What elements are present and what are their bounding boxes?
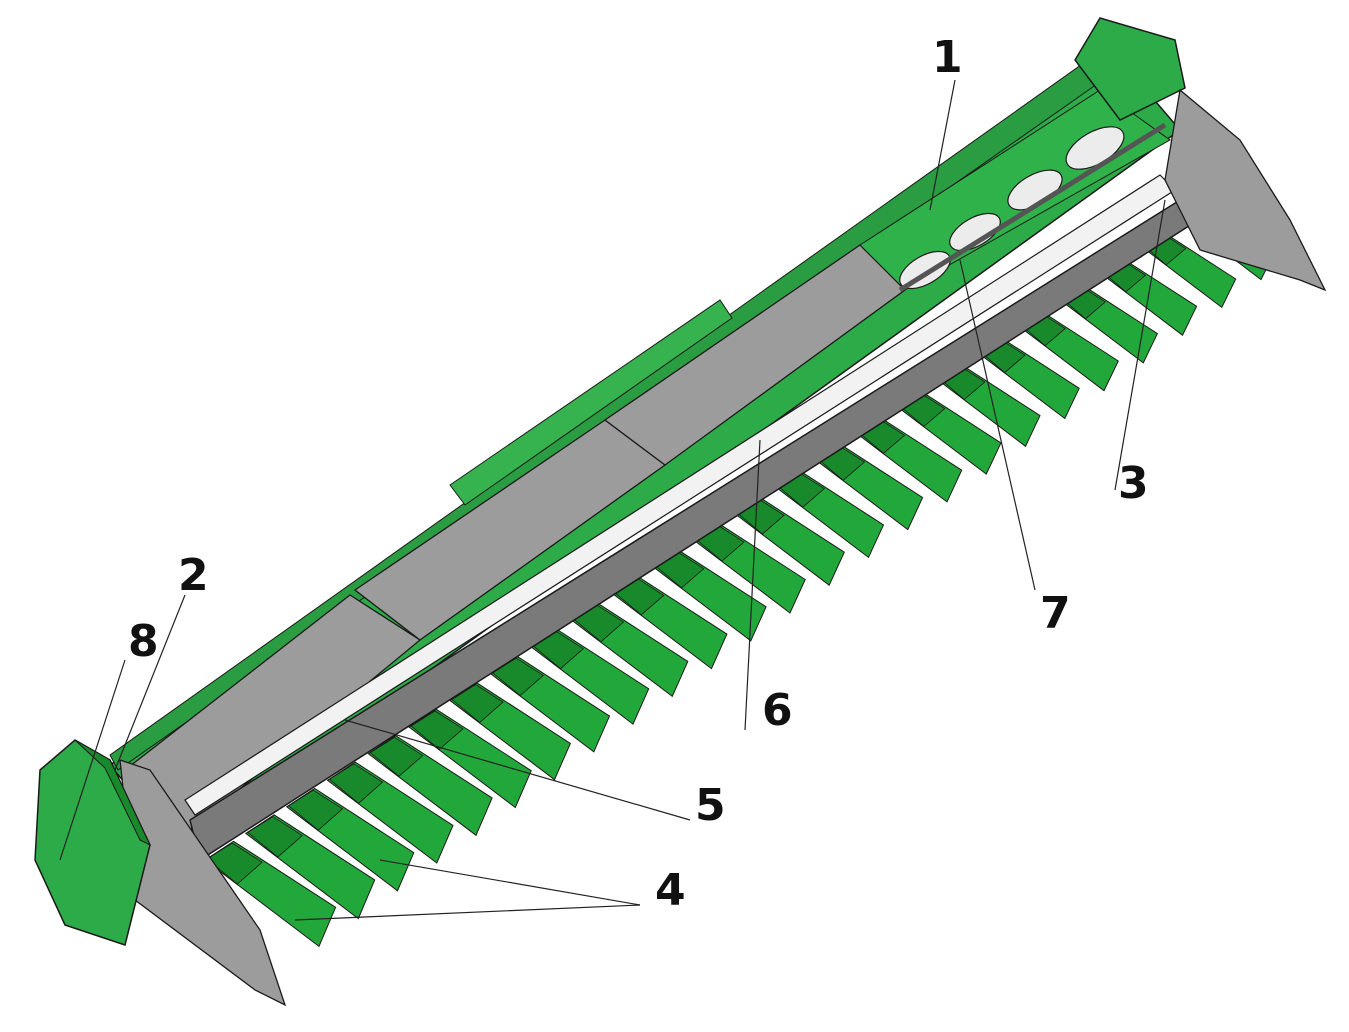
leader-line-3	[1114, 199, 1166, 491]
cover-panels	[123, 244, 906, 831]
left-side-shield-rim	[74, 739, 152, 847]
leader-line-2	[114, 594, 186, 771]
callout-7: 7	[1040, 588, 1071, 639]
leader-line-6	[744, 439, 761, 731]
divider-base-plate	[247, 816, 303, 858]
cutter-beam	[189, 198, 1197, 862]
auger-shaft	[898, 122, 1167, 293]
divider-base-plate	[328, 763, 384, 804]
auger	[898, 122, 1167, 293]
callout-1: 1	[932, 32, 963, 83]
beater-shaft	[184, 174, 1176, 816]
right-crop-divider	[1164, 88, 1327, 292]
leader-line-5	[344, 719, 691, 821]
leader-line-8	[59, 659, 126, 861]
divider-base-plate	[206, 842, 263, 885]
callout-8: 8	[128, 616, 159, 667]
leader-lines	[59, 79, 1166, 921]
divider-base-plate	[451, 684, 504, 724]
auger-flight	[899, 250, 951, 290]
leader-line-4a	[379, 859, 641, 906]
callout-6: 6	[762, 685, 793, 736]
right-side-shield	[1074, 17, 1186, 121]
auger-flight	[949, 212, 1001, 252]
top-strip	[449, 299, 733, 506]
leader-line-4b	[294, 904, 641, 921]
callout-3: 3	[1118, 458, 1149, 509]
divider-base-plate	[288, 789, 344, 831]
callout-2: 2	[178, 550, 209, 601]
callout-4: 4	[655, 865, 686, 916]
leader-line-7	[959, 259, 1036, 591]
leader-line-1	[929, 79, 956, 211]
divider-base-plate	[369, 736, 424, 777]
divider-base-plate	[410, 710, 464, 750]
callout-5: 5	[695, 780, 726, 831]
